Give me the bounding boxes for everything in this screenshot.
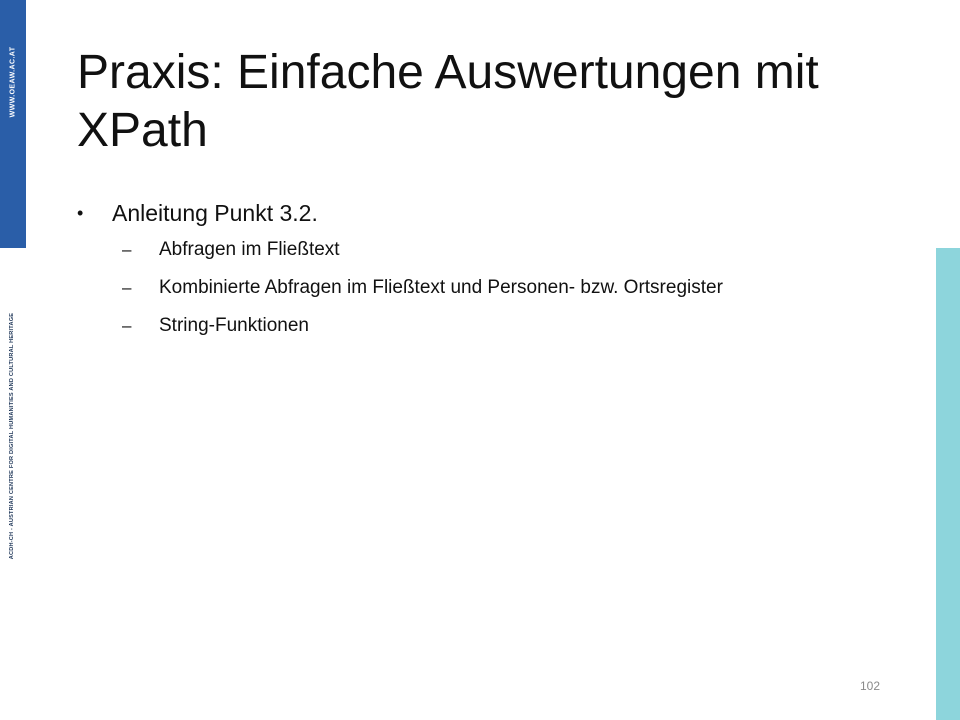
sub-bullet-item: – Kombinierte Abfragen im Fließtext und … [122,272,907,304]
oeaw-website-label: WWW.OEAW.AC.AT [9,46,17,118]
right-brand-bar [936,248,960,720]
dash-marker-icon: – [122,316,132,335]
bullet-text: Anleitung Punkt 3.2. [112,200,318,226]
bullet-item: • Anleitung Punkt 3.2. [77,196,907,230]
left-brand-bar [0,0,26,248]
bullet-marker-icon: • [77,203,84,223]
sub-bullet-item: – String-Funktionen [122,310,907,342]
page-number: 102 [860,679,881,693]
dash-marker-icon: – [122,240,132,259]
dash-marker-icon: – [122,278,132,297]
acdh-ch-label: ACDH-CH - AUSTRIAN CENTRE FOR DIGITAL HU… [9,312,15,560]
slide-title: Praxis: Einfache Auswertungen mit XPath [77,46,819,157]
slide-content: • Anleitung Punkt 3.2. – Abfragen im Fli… [77,196,907,348]
sub-bullet-text: Abfragen im Fließtext [159,239,340,260]
sub-bullet-text: String-Funktionen [159,315,309,336]
sub-bullet-text: Kombinierte Abfragen im Fließtext und Pe… [159,277,723,298]
sub-bullet-list: – Abfragen im Fließtext – Kombinierte Ab… [77,234,907,342]
sub-bullet-item: – Abfragen im Fließtext [122,234,907,266]
